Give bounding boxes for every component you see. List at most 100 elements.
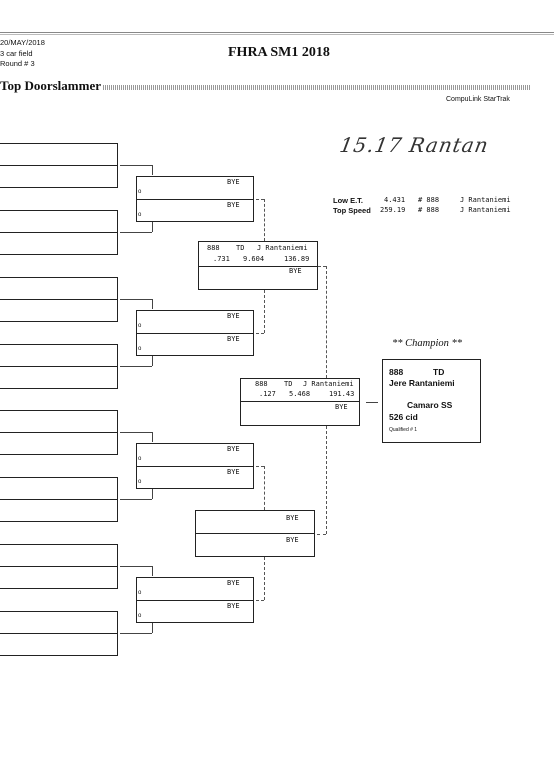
connector — [120, 165, 152, 166]
lane-marker: o — [138, 212, 142, 218]
qualifier-box-5 — [0, 410, 118, 455]
lane-marker: o — [138, 456, 142, 462]
round2-match-top: 888 TD J Rantaniemi .731 9.604 136.89 BY… — [198, 241, 318, 290]
top-speed-label: Top Speed — [333, 206, 371, 215]
top-rule-2 — [0, 34, 554, 35]
champion-name: Jere Rantaniemi — [389, 378, 455, 388]
champion-class: TD — [433, 367, 445, 377]
connector — [152, 165, 153, 175]
speed-mph: 191.43 — [329, 390, 355, 398]
top-rule — [0, 32, 554, 33]
lane-marker: o — [138, 479, 142, 485]
round1-match-4: BYE o BYE o — [136, 577, 254, 623]
round1-match-3: BYE o BYE o — [136, 443, 254, 489]
bye-label: BYE — [227, 312, 240, 320]
section-hatch — [103, 85, 531, 90]
elapsed-time: 9.604 — [243, 255, 265, 263]
top-speed-driver: J Rantaniemi — [460, 206, 511, 214]
low-et-value: 4.431 — [384, 196, 406, 204]
handwritten-note: 15.17 Rantan — [337, 133, 491, 157]
car-class: TD — [284, 380, 293, 388]
bye-label: BYE — [227, 178, 240, 186]
lane-marker: o — [138, 323, 142, 329]
low-et-label: Low E.T. — [333, 196, 363, 205]
dashed-connector — [264, 466, 265, 510]
connector — [152, 489, 153, 499]
dashed-connector — [256, 199, 264, 200]
car-class: TD — [236, 244, 245, 252]
connector — [152, 356, 153, 366]
connector — [120, 366, 152, 367]
champion-car: 888 — [389, 367, 404, 377]
field-size: 3 car field — [0, 49, 33, 58]
champion-box: 888 TD Jere Rantaniemi Camaro SS 526 cid… — [382, 359, 481, 443]
dashed-connector — [264, 557, 265, 600]
dashed-connector — [318, 266, 326, 267]
low-et-driver: J Rantaniemi — [460, 196, 511, 204]
qualifier-box-8 — [0, 611, 118, 656]
champion-qualified: Qualified # 1 — [389, 427, 418, 433]
round2-match-bottom: BYE BYE — [195, 510, 315, 557]
bye-label: BYE — [227, 335, 240, 343]
bye-label: BYE — [286, 536, 299, 544]
lane-marker: o — [138, 189, 142, 195]
qualifier-box-3 — [0, 277, 118, 322]
bye-label: BYE — [227, 201, 240, 209]
lane-marker: o — [138, 613, 142, 619]
bye-label: BYE — [289, 267, 302, 275]
bye-label: BYE — [227, 602, 240, 610]
event-date: 20/MAY/2018 — [0, 38, 45, 47]
dashed-connector — [326, 426, 327, 534]
connector — [152, 623, 153, 633]
car-number: 888 — [207, 244, 220, 252]
qualifier-box-7 — [0, 544, 118, 589]
speed-mph: 136.89 — [284, 255, 310, 263]
final-match: 888 TD J Rantaniemi .127 5.468 191.43 BY… — [240, 378, 360, 426]
dashed-connector — [317, 534, 326, 535]
connector — [120, 633, 152, 634]
champion-vehicle: Camaro SS — [407, 400, 453, 410]
bye-label: BYE — [335, 403, 348, 411]
champion-engine: 526 cid — [389, 412, 418, 422]
bye-label: BYE — [227, 579, 240, 587]
reaction-time: .731 — [213, 255, 230, 263]
qualifier-box-6 — [0, 477, 118, 522]
connector — [120, 232, 152, 233]
reaction-time: .127 — [259, 390, 276, 398]
dashed-connector — [326, 266, 327, 378]
dashed-connector — [256, 466, 264, 467]
lane-marker: o — [138, 590, 142, 596]
bye-label: BYE — [286, 514, 299, 522]
dashed-connector — [264, 199, 265, 241]
brand-label: CompuLink StarTrak — [446, 96, 510, 103]
qualifier-box-4 — [0, 344, 118, 389]
connector — [120, 299, 152, 300]
connector — [152, 432, 153, 442]
round-number: Round # 3 — [0, 59, 35, 68]
connector — [120, 432, 152, 433]
lane-marker: o — [138, 346, 142, 352]
connector — [120, 499, 152, 500]
qualifier-box-1 — [0, 143, 118, 188]
champion-heading: ** Champion ** — [392, 338, 463, 349]
top-speed-value: 259.19 — [380, 206, 406, 214]
top-speed-car: # 888 — [418, 206, 440, 214]
connector — [152, 222, 153, 232]
driver-name: J Rantaniemi — [303, 380, 354, 388]
bye-label: BYE — [227, 468, 240, 476]
low-et-car: # 888 — [418, 196, 440, 204]
driver-name: J Rantaniemi — [257, 244, 308, 252]
page-title: FHRA SM1 2018 — [228, 45, 330, 60]
connector — [152, 299, 153, 309]
round1-match-2: BYE o BYE o — [136, 310, 254, 356]
dashed-connector — [256, 333, 264, 334]
connector — [120, 566, 152, 567]
connector — [152, 566, 153, 576]
round1-match-1: BYE o BYE o — [136, 176, 254, 222]
elapsed-time: 5.468 — [289, 390, 311, 398]
section-title: Top Doorslammer — [0, 78, 101, 93]
dashed-connector — [264, 290, 265, 333]
connector — [366, 402, 378, 403]
car-number: 888 — [255, 380, 268, 388]
bye-label: BYE — [227, 445, 240, 453]
